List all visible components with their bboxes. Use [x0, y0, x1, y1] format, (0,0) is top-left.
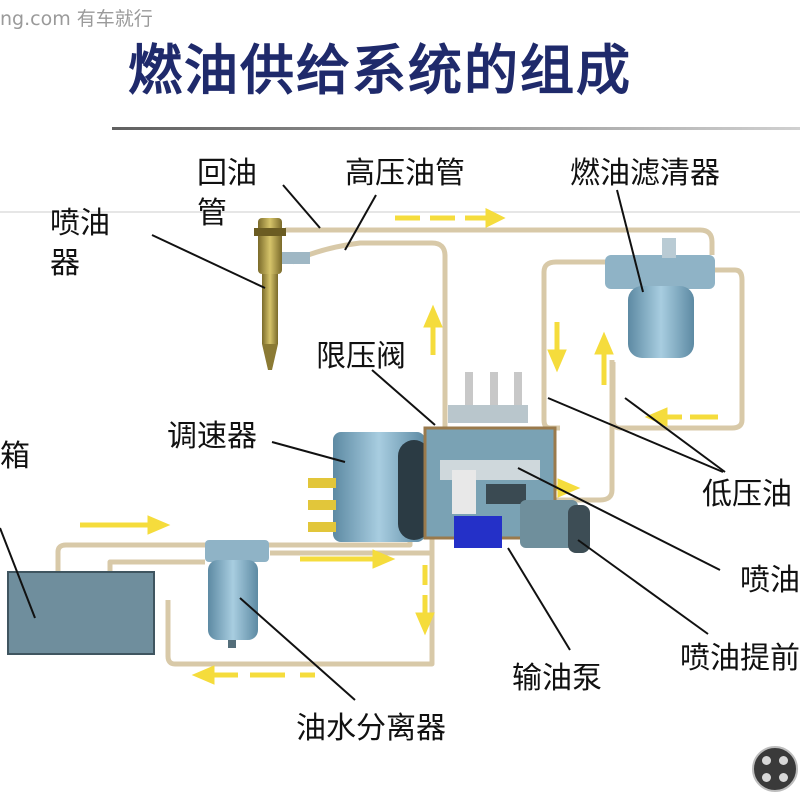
- fuel-filter-component: [605, 238, 715, 358]
- return-to-tank-pipe: [165, 550, 435, 667]
- tank-to-separator-pipe: [107, 559, 205, 572]
- flow-arrows: [80, 207, 718, 685]
- label-injector-line1: 喷油: [50, 206, 110, 241]
- leader-lines: [0, 184, 726, 701]
- label-governor: 调速器: [167, 419, 257, 454]
- injection-pump-assembly: [308, 372, 590, 553]
- label-return-pipe-line1: 回油: [197, 156, 257, 191]
- label-tank: 箱: [0, 439, 30, 474]
- injector-component: [254, 218, 310, 370]
- label-low-pressure-pipe: 低压油: [702, 477, 792, 512]
- label-injection-pump: 喷油: [740, 563, 800, 598]
- return-pipe: [285, 227, 715, 255]
- fuel-tank-component: [7, 571, 155, 655]
- label-water-separator: 油水分离器: [296, 711, 446, 746]
- water-separator-component: [205, 540, 269, 648]
- high-pressure-pipe: [290, 240, 448, 428]
- corner-logo-icon: [752, 746, 798, 792]
- watermark-text: ng.com 有车就行: [0, 8, 153, 30]
- label-fuel-filter: 燃油滤清器: [570, 156, 720, 191]
- filter-return-pipe: [556, 360, 615, 503]
- label-advance-device: 喷油提前: [680, 641, 800, 676]
- label-return-pipe-line2: 管: [197, 196, 227, 231]
- title-divider: [112, 127, 800, 130]
- label-feed-pump: 输油泵: [512, 661, 602, 696]
- label-injector-line2: 器: [50, 246, 80, 281]
- page-title: 燃油供给系统的组成: [128, 38, 632, 102]
- label-high-pressure-pipe: 高压油管: [345, 156, 465, 191]
- feed-pipe-top: [55, 520, 413, 572]
- label-pressure-limit-valve: 限压阀: [316, 339, 406, 374]
